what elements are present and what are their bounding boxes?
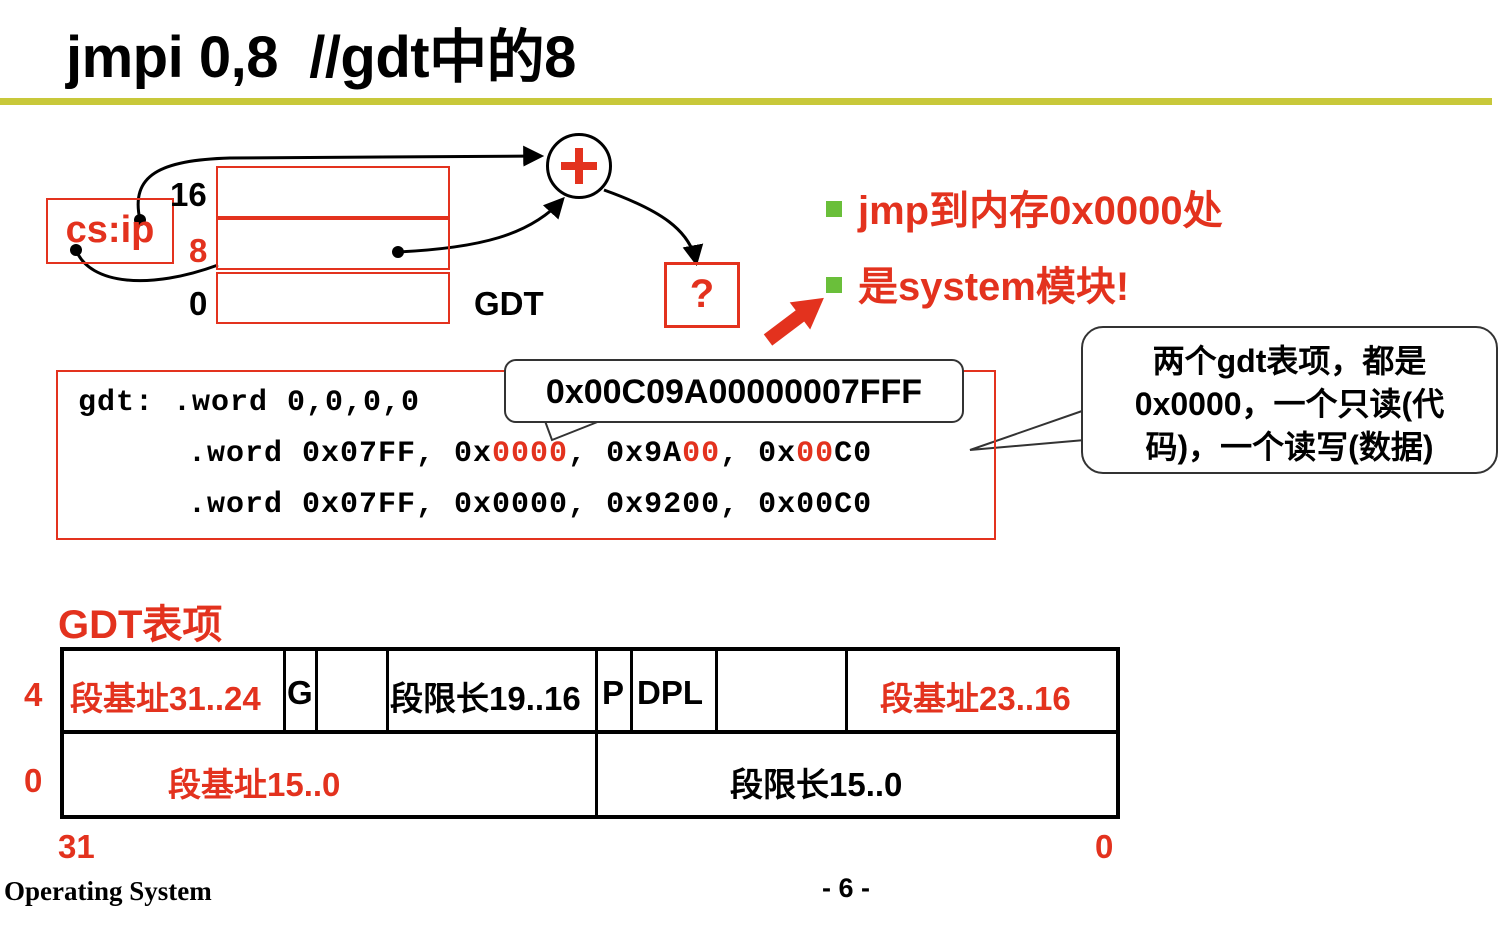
col-divider: [283, 647, 286, 732]
hex-callout: 0x00C09A00000007FFF: [504, 359, 964, 423]
plus-icon: [561, 148, 597, 184]
gdt-index-16: 16: [170, 176, 207, 213]
note-callout: 两个gdt表项，都是 0x0000，一个只读(代 码)，一个读写(数据): [1081, 326, 1498, 474]
col-divider: [595, 647, 598, 819]
col-divider: [315, 647, 318, 732]
cell-dpl: DPL: [637, 674, 703, 711]
bit-label-0: 0: [1095, 828, 1114, 865]
plus-to-unknown-arrow: [603, 188, 704, 267]
col-divider: [386, 647, 389, 732]
gdt-entry-0: [216, 272, 450, 324]
cell-limit-19-16: 段限长19..16: [390, 680, 581, 717]
cell-limit-15-0: 段限长15..0: [730, 766, 903, 803]
cs-to-plus-arrow: [136, 145, 545, 221]
page-number: - 6 -: [822, 873, 871, 903]
bullet-system: 是system模块!: [826, 254, 1129, 312]
slide-title: jmpi 0,8 //gdt中的8: [66, 25, 576, 90]
gdt-entry-16: [216, 166, 450, 218]
row-divider: [60, 730, 1120, 734]
row-label-4: 4: [24, 676, 43, 713]
title-rule: [0, 98, 1492, 105]
gdt-index-8: 8: [189, 232, 208, 269]
bit-label-31: 31: [58, 828, 95, 865]
gdt8-to-plus-arrow: [397, 196, 565, 254]
row-label-0: 0: [24, 762, 43, 799]
cell-base-23-16: 段基址23..16: [880, 680, 1071, 717]
gdt-entry-8: [216, 218, 450, 270]
bullet-square-icon: [826, 277, 842, 294]
csip-box: cs:ip: [46, 198, 174, 264]
red-pointer-arrow: [763, 297, 824, 346]
note-line-2: 0x0000，一个只读(代: [1134, 386, 1445, 422]
bullet-square-icon: [826, 201, 842, 218]
code-line-1: gdt: .word 0,0,0,0: [78, 386, 421, 420]
note-callout-tail: [969, 409, 1086, 451]
col-divider: [715, 647, 718, 732]
ip-to-gdt8-arrow: [74, 249, 219, 283]
descriptor-title: GDT表项: [58, 603, 223, 647]
gdt-index-0: 0: [189, 285, 208, 322]
note-line-1: 两个gdt表项，都是: [1152, 343, 1427, 379]
bullet-text: 是system模块!: [858, 265, 1130, 309]
note-line-3: 码)，一个读写(数据): [1145, 429, 1434, 465]
cell-g: G: [287, 674, 313, 711]
bullet-jmp: jmp到内存0x0000处: [826, 178, 1223, 236]
unknown-target-box: ?: [664, 262, 740, 328]
col-divider: [630, 647, 633, 732]
code-line-3: .word 0x07FF, 0x0000, 0x9200, 0x00C0: [188, 488, 873, 522]
footer-course: Operating System: [4, 876, 212, 906]
adder-circle: [546, 133, 612, 199]
cell-base-15-0: 段基址15..0: [168, 766, 341, 803]
gdt-label: GDT: [474, 285, 544, 322]
code-line-2: .word 0x07FF, 0x0000, 0x9A00, 0x00C0: [188, 437, 873, 471]
cell-base-31-24: 段基址31..24: [70, 680, 261, 717]
hex-callout-tail: [544, 420, 601, 442]
col-divider: [845, 647, 848, 732]
cell-p: P: [602, 674, 625, 711]
bullet-text: jmp到内存0x0000处: [858, 189, 1223, 233]
